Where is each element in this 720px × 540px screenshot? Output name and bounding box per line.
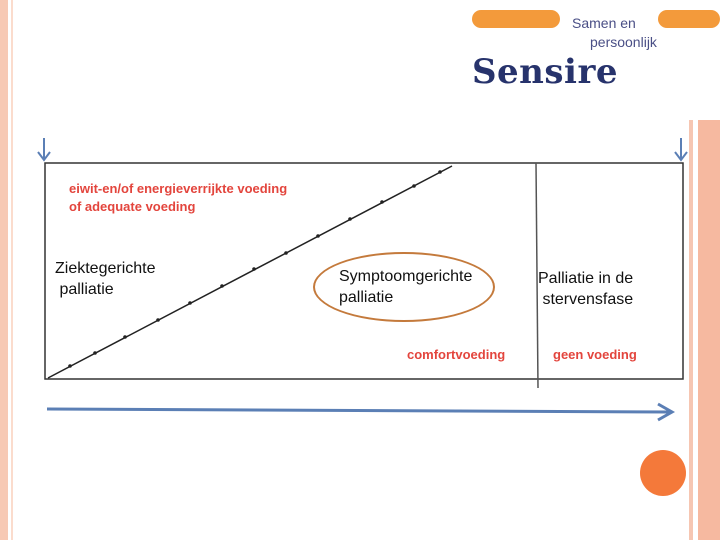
disease-directed-line2: palliatie: [55, 281, 114, 298]
diagram-frame: [44, 162, 684, 380]
feeding-note-line1: eiwit-en/of energieverrijkte voeding: [69, 181, 288, 196]
diagonal-dots: [68, 170, 442, 368]
symptom-directed-label: Symptoomgerichte palliatie: [339, 266, 472, 308]
dying-phase-line2: stervensfase: [538, 291, 634, 308]
no-feeding-note: geen voeding: [553, 347, 637, 362]
disease-directed-line1: Ziektegerichte: [55, 260, 156, 277]
logo-tagline-line2: persoonlijk: [590, 34, 657, 50]
down-arrow-icon: [674, 138, 688, 162]
comfort-note: comfortvoeding: [407, 347, 506, 362]
feeding-note: eiwit-en/of energieverrijkte voeding of …: [69, 180, 287, 216]
logo-tagline-line1: Samen en: [572, 15, 636, 31]
timeline-arrow-icon: [46, 402, 676, 422]
decor-circle: [640, 450, 686, 496]
disease-directed-label: Ziektegerichte palliatie: [55, 258, 156, 300]
logo-tagline: Samen en persoonlijk: [572, 14, 657, 52]
logo-pill-left: [472, 10, 560, 28]
feeding-note-line2: of adequate voeding: [69, 199, 196, 214]
logo-pill-right: [658, 10, 720, 28]
symptom-highlight-ellipse: [313, 252, 495, 322]
logo-brand: Sensire: [472, 52, 619, 92]
down-arrow-icon: [37, 138, 51, 162]
right-decor-stripe-thin: [689, 120, 693, 540]
symptom-directed-line1: Symptoomgerichte: [339, 268, 473, 285]
symptom-directed-line2: palliatie: [339, 289, 394, 306]
left-decor-stripe: [0, 0, 8, 540]
feeding-diagonal: [47, 165, 453, 379]
sensire-logo: Samen en persoonlijk Sensire: [470, 8, 720, 98]
dying-phase-line1: Palliatie in de: [538, 270, 634, 287]
dying-phase-label: Palliatie in de stervensfase: [538, 268, 633, 310]
left-decor-stripe-thin: [11, 0, 13, 540]
right-decor-stripe: [698, 120, 720, 540]
phase-divider: [535, 162, 539, 389]
